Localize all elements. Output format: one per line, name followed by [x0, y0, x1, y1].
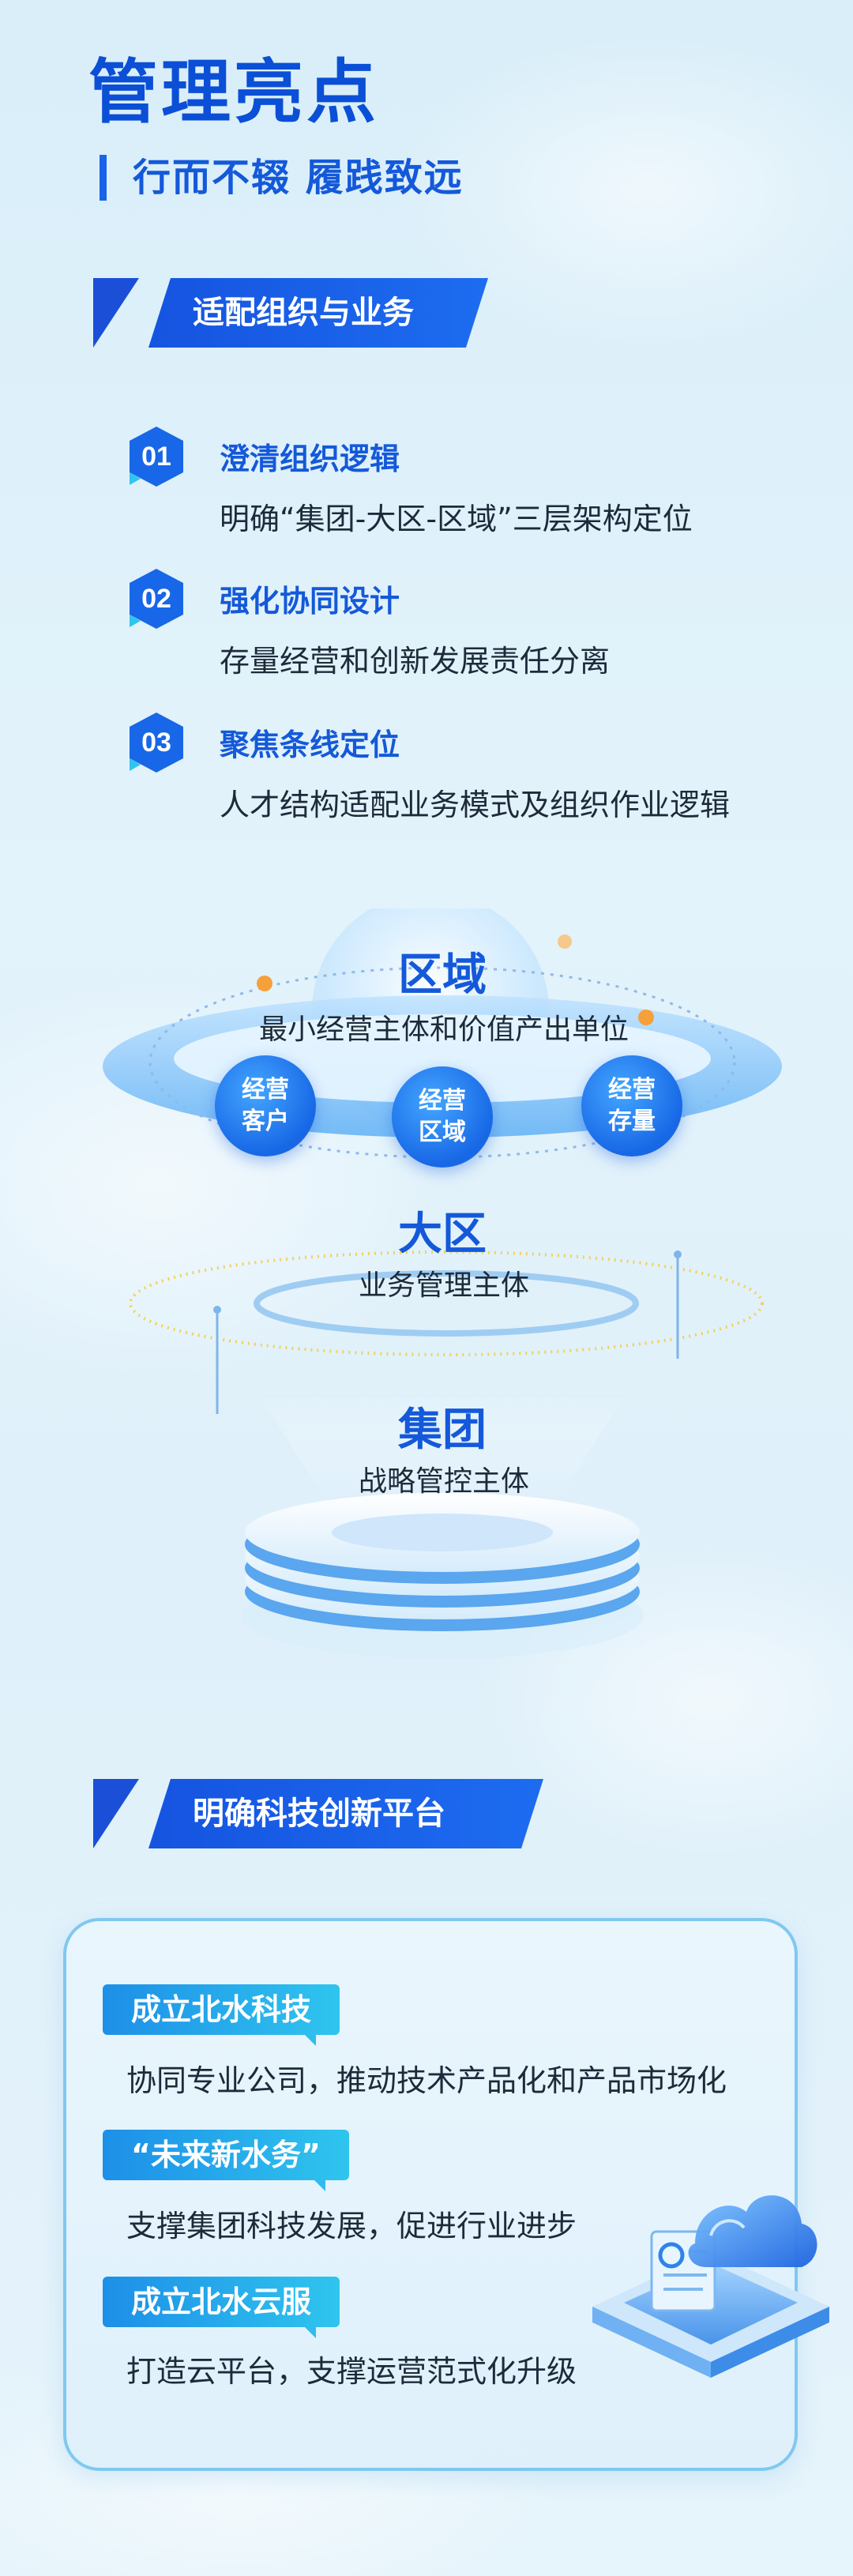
middle-ring	[129, 1250, 764, 1356]
level-desc-big-region: 业务管理主体	[358, 1269, 529, 1302]
level-title-group: 集团	[398, 1405, 487, 1456]
orange-dot	[558, 935, 572, 949]
tag-beishui-tech: 成立北水科技	[103, 1984, 340, 2046]
banner-triangle	[93, 1779, 139, 1848]
number-badge-icon: 03	[126, 711, 186, 774]
cloud-platform-icon	[592, 2195, 829, 2378]
level-title-region: 区域	[398, 950, 487, 1001]
subtitle-accent-bar	[100, 155, 107, 201]
orange-dot	[257, 976, 272, 991]
banner-triangle	[93, 278, 139, 348]
orange-dot	[638, 1010, 654, 1025]
item-title: 澄清组织逻辑	[220, 442, 400, 476]
section-banner-organization: 适配组织与业务	[93, 278, 504, 348]
card-item-desc: 支撑集团科技发展，促进行业进步	[126, 2209, 577, 2243]
banner-label: 明确科技创新平台	[148, 1779, 543, 1848]
item-title: 聚焦条线定位	[220, 728, 400, 762]
level-desc-group: 战略管控主体	[358, 1465, 529, 1498]
item-title: 强化协同设计	[220, 584, 400, 619]
number-badge-icon: 02	[126, 567, 186, 630]
page-subtitle: 行而不辍 履践致远	[133, 156, 464, 200]
item-desc: 存量经营和创新发展责任分离	[220, 644, 611, 679]
page-title: 管理亮点	[88, 51, 380, 133]
item-desc: 人才结构适配业务模式及组织作业逻辑	[220, 788, 731, 822]
banner-label: 适配组织与业务	[148, 278, 488, 348]
bubble-stock: 经营 存量	[581, 1055, 682, 1156]
tag-beishui-cloud: 成立北水云服	[103, 2277, 340, 2338]
tag-future-water: “未来新水务”	[103, 2130, 349, 2191]
card-item-desc: 协同专业公司，推动技术产品化和产品市场化	[126, 2063, 727, 2098]
bubble-region: 经营 区域	[392, 1066, 493, 1168]
card-item-desc: 打造云平台，支撑运营范式化升级	[126, 2354, 577, 2389]
level-desc-region: 最小经营主体和价值产出单位	[258, 1013, 629, 1046]
bubble-customer: 经营 客户	[215, 1055, 316, 1156]
section-banner-tech-platform: 明确科技创新平台	[93, 1779, 551, 1848]
item-desc: 明确“集团-大区-区域”三层架构定位	[220, 502, 693, 536]
number-badge-icon: 01	[126, 425, 186, 488]
level-title-big-region: 大区	[398, 1209, 487, 1260]
